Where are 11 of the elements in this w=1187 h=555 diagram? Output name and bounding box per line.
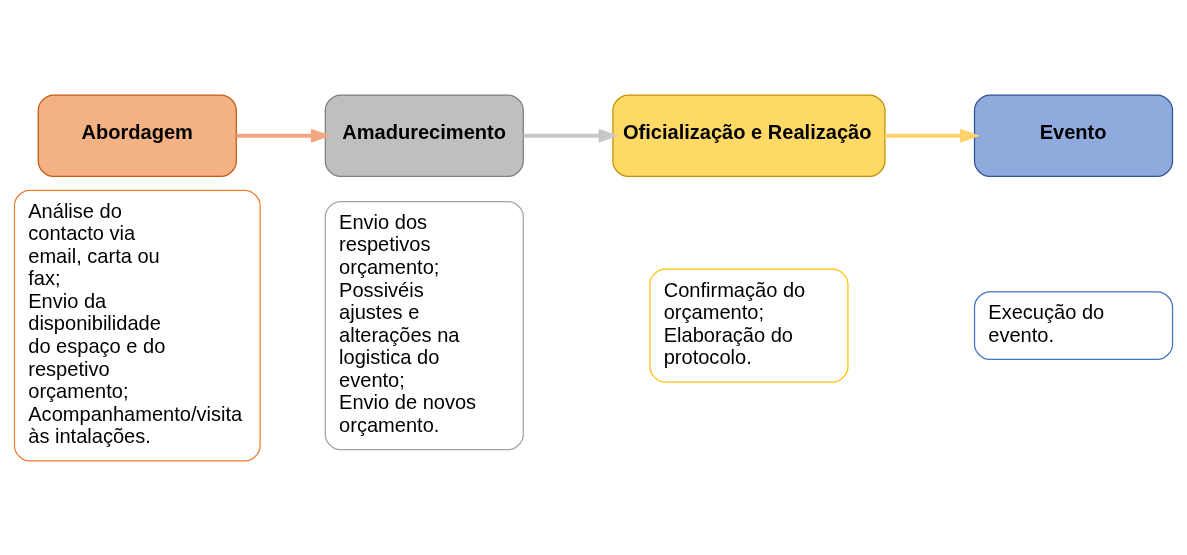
arrow: [523, 128, 619, 143]
node-box: Abordagem: [37, 93, 237, 177]
node-box: Envio dos respetivos orçamento; Possivéis ajustes e alterações na logistica do evento; Envio de novos orçamento.: [324, 200, 524, 450]
arrow: [236, 128, 331, 143]
node-box: Análise do contacto via email, carta ou fax; Envio da disponibilidade do espaço e do respetivo orçamento; Acompanhamento/visita às intalações.: [13, 189, 261, 462]
node-box: Oficialização e Realização: [612, 93, 886, 177]
node-box: Confirmação do orçamento; Elaboração do protocolo.: [649, 268, 849, 383]
node-box: Amadurecimento: [324, 93, 524, 177]
arrow: [884, 128, 981, 143]
node-box: Evento: [973, 93, 1174, 177]
node-box: Execução do evento.: [973, 290, 1174, 360]
